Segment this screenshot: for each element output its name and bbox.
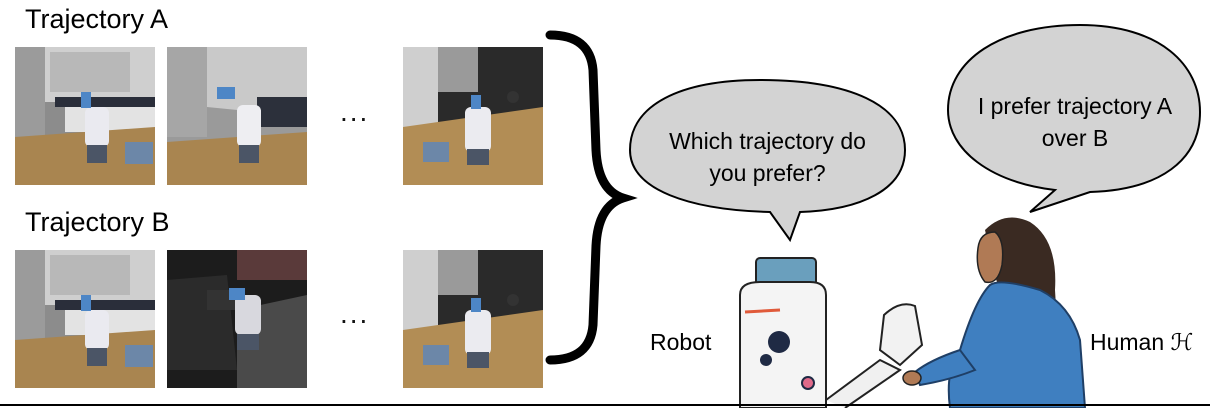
trajectory-b-frame-2: [167, 250, 307, 388]
robot-question-line-1: Which trajectory do: [669, 128, 866, 154]
robot-question-text: Which trajectory do you prefer?: [640, 125, 895, 189]
robot-icon: [739, 257, 924, 408]
human-answer-line-1: I prefer trajectory A: [977, 93, 1173, 119]
trajectory-a-frame-1: [15, 47, 155, 185]
trajectory-b-frame-1: [15, 250, 155, 388]
curly-brace: [545, 30, 638, 365]
human-answer-line-2: over B: [1041, 125, 1109, 151]
trajectory-a-frame-2: [167, 47, 307, 185]
human-answer-text: I prefer trajectory A over B: [955, 90, 1195, 154]
human-name-label: Human ℋ: [1090, 329, 1194, 355]
robot-speech-bubble: [628, 78, 907, 243]
trajectory-a-frame-last: [403, 47, 543, 185]
trajectory-b-frame-last: [403, 250, 543, 388]
trajectory-b-ellipsis: ...: [340, 298, 370, 329]
trajectory-a-ellipsis: ...: [340, 96, 370, 127]
trajectory-b-label: Trajectory B: [25, 207, 170, 237]
trajectory-a-label: Trajectory A: [25, 4, 169, 34]
robot-name-label: Robot: [650, 329, 712, 355]
robot-question-line-2: you prefer?: [709, 160, 826, 186]
human-icon: [902, 217, 1087, 408]
human-speech-bubble: [946, 23, 1202, 213]
